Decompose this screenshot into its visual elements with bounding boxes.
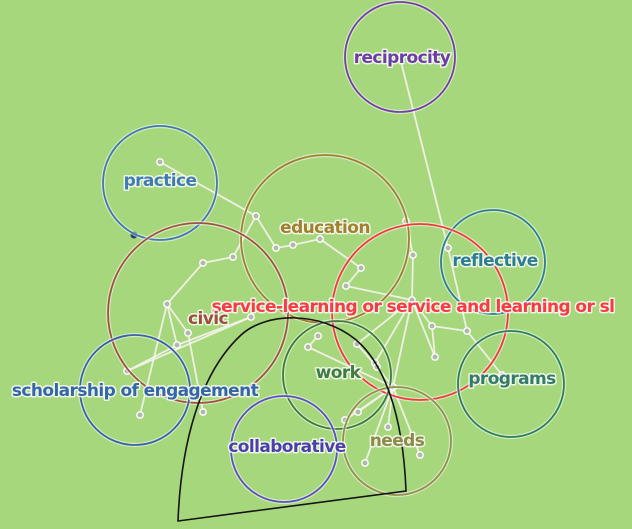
network-node[interactable] — [136, 411, 144, 419]
cluster-circle-needs — [342, 386, 452, 496]
network-node[interactable] — [304, 343, 312, 351]
network-edge — [166, 303, 189, 334]
network-node[interactable] — [431, 353, 439, 361]
cluster-label-programs[interactable]: programs — [467, 368, 558, 391]
network-edge — [447, 247, 468, 332]
network-edge — [345, 267, 362, 287]
network-edge — [356, 299, 413, 345]
cluster-circle-programs — [457, 330, 565, 438]
network-edge — [319, 238, 362, 269]
cluster-label-education[interactable]: education — [279, 217, 372, 240]
network-node[interactable] — [396, 54, 404, 62]
network-node[interactable] — [384, 423, 392, 431]
network-edge — [364, 386, 394, 464]
network-node[interactable] — [408, 296, 416, 304]
network-node[interactable] — [247, 313, 255, 321]
network-edge — [431, 325, 468, 332]
network-node[interactable] — [463, 327, 471, 335]
network-node[interactable] — [252, 212, 260, 220]
cluster-label-service-learning-or-service-and-learning[interactable]: service-learning or service and learning… — [210, 296, 616, 319]
network-node[interactable] — [199, 408, 207, 416]
network-node[interactable] — [272, 244, 280, 252]
cluster-label-collaborative[interactable]: collaborative — [227, 436, 348, 459]
cluster-labels: reciprocity practice education reflective se… — [10, 47, 616, 459]
network-node[interactable] — [289, 241, 297, 249]
cluster-label-work[interactable]: work — [314, 362, 364, 385]
network-edge — [292, 238, 321, 246]
cluster-label-reflective[interactable]: reflective — [451, 250, 540, 273]
network-edge — [166, 303, 178, 346]
cluster-boundary — [177, 317, 407, 522]
network-edge — [126, 316, 252, 372]
cluster-label-needs[interactable]: needs — [368, 430, 427, 453]
network-edge — [399, 57, 449, 249]
network-node[interactable] — [416, 451, 424, 459]
network-node[interactable] — [428, 322, 436, 330]
network-node[interactable] — [342, 282, 350, 290]
network-node[interactable] — [184, 329, 192, 337]
cluster-circle-reciprocity — [344, 1, 456, 113]
network-node[interactable] — [314, 332, 322, 340]
network-nodes — [123, 54, 506, 467]
network-node[interactable] — [316, 235, 324, 243]
cluster-boundary-outline — [177, 317, 407, 522]
cluster-circle-practice — [102, 125, 218, 241]
network-edge — [411, 299, 433, 327]
network-edge — [202, 256, 234, 264]
network-node[interactable] — [357, 264, 365, 272]
network-node[interactable] — [199, 259, 207, 267]
network-edge — [411, 299, 436, 358]
network-edge — [431, 325, 436, 358]
network-edge — [374, 299, 413, 364]
cluster-label-civic[interactable]: civic — [187, 308, 230, 331]
network-edge — [392, 299, 413, 388]
cluster-label-practice[interactable]: practice — [122, 170, 199, 193]
network-edge — [255, 215, 277, 249]
cluster-circle-service-learning-or-service-and-learning — [331, 223, 509, 401]
cluster-circle-collaborative — [230, 395, 338, 503]
network-edge — [159, 161, 257, 217]
network-edge — [411, 254, 414, 301]
network-node[interactable] — [409, 251, 417, 259]
network-node[interactable] — [156, 158, 164, 166]
network-edge — [345, 285, 413, 301]
network-edge — [166, 262, 204, 305]
network-node[interactable] — [361, 459, 369, 467]
cluster-circle-work — [282, 320, 392, 430]
cluster-label-scholarship-of-engagement[interactable]: scholarship of engagement — [10, 380, 260, 403]
cluster-circle-reflective — [440, 209, 546, 315]
cluster-circle-scholarship-of-engagement — [79, 334, 191, 446]
network-edge — [466, 330, 503, 376]
network-node[interactable] — [173, 341, 181, 349]
cluster-label-reciprocity[interactable]: reciprocity — [352, 47, 453, 70]
network-node[interactable] — [229, 253, 237, 261]
network-node[interactable] — [163, 300, 171, 308]
network-node[interactable] — [354, 408, 362, 416]
network-node[interactable] — [498, 371, 506, 379]
